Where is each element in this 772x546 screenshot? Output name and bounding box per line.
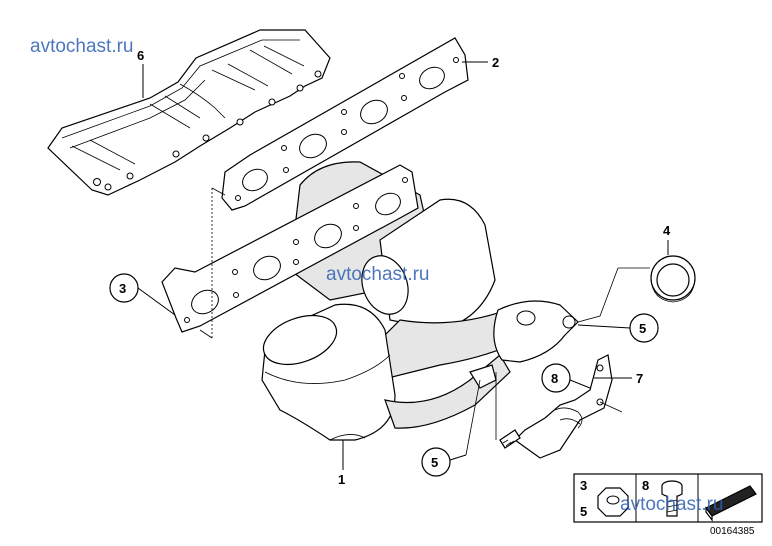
legend-bolt-label-8: 8	[642, 478, 649, 493]
callout-1: 1	[338, 440, 345, 487]
watermark-bottom-right: avtochast.ru	[620, 494, 724, 515]
legend-nut-label-3: 3	[580, 478, 587, 493]
callout-2-label: 2	[492, 55, 499, 70]
callout-2: 2	[462, 55, 499, 70]
manifold-gasket-part-2	[221, 37, 469, 211]
callout-6: 6	[137, 48, 144, 98]
callout-5-right-label: 5	[639, 321, 646, 336]
legend-nut-label-5: 5	[580, 504, 587, 519]
callout-4: 4	[663, 223, 671, 255]
bolt-part-8	[499, 429, 521, 449]
manifold-gasket-part-3	[161, 164, 419, 333]
callout-3: 3	[109, 273, 176, 316]
fastener-legend: 3 5 8	[573, 473, 763, 523]
heat-shield-part-6	[47, 29, 331, 196]
leader-lines	[199, 187, 650, 456]
callout-5-bottom-label: 5	[431, 455, 438, 470]
exhaust-manifold-part-1	[261, 161, 579, 441]
diagram-code: 00164385	[710, 526, 755, 537]
pointer-wedge-icon	[705, 485, 757, 522]
callout-5-bottom: 5	[421, 447, 467, 477]
watermark-center: avtochast.ru	[326, 264, 430, 285]
callout-6-label: 6	[137, 48, 144, 63]
nut-icon	[597, 487, 629, 517]
sealing-ring-part-4	[650, 255, 696, 303]
callout-8-label: 8	[551, 371, 558, 386]
callout-5-right: 5	[577, 313, 659, 343]
callout-3-label: 3	[119, 281, 126, 296]
callout-4-label: 4	[663, 223, 671, 238]
callout-1-label: 1	[338, 472, 345, 487]
bracket-part-7	[514, 354, 613, 459]
callout-7-label: 7	[636, 371, 643, 386]
callout-7: 7	[594, 371, 643, 386]
bolt-icon	[661, 480, 683, 517]
callout-8: 8	[541, 363, 591, 393]
watermark-top-left: avtochast.ru	[30, 36, 134, 57]
